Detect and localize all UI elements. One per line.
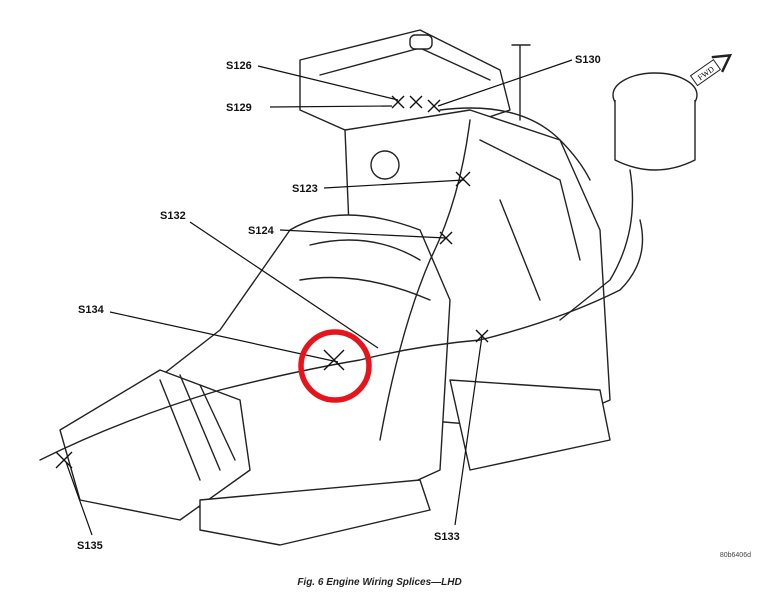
splice-markers bbox=[55, 95, 489, 469]
figure-caption: Fig. 6 Engine Wiring Splices—LHD bbox=[297, 577, 462, 588]
splice-label-s129: S129 bbox=[226, 102, 252, 114]
splice-label-s135: S135 bbox=[77, 540, 103, 552]
splice-label-s123: S123 bbox=[292, 183, 318, 195]
highlight-circle-s134 bbox=[298, 329, 372, 403]
splice-label-s132: S132 bbox=[160, 210, 186, 222]
forward-arrow-icon: FWD bbox=[689, 53, 733, 87]
engine-illustration bbox=[39, 29, 698, 546]
splice-label-s133: S133 bbox=[434, 531, 460, 543]
splice-label-s134: S134 bbox=[78, 304, 105, 316]
splice-label-s126: S126 bbox=[226, 60, 252, 72]
leader-lines bbox=[65, 59, 573, 536]
splice-label-s124: S124 bbox=[248, 225, 275, 237]
figure-code: 80b6406d bbox=[719, 552, 751, 559]
splice-label-s130: S130 bbox=[575, 54, 601, 66]
